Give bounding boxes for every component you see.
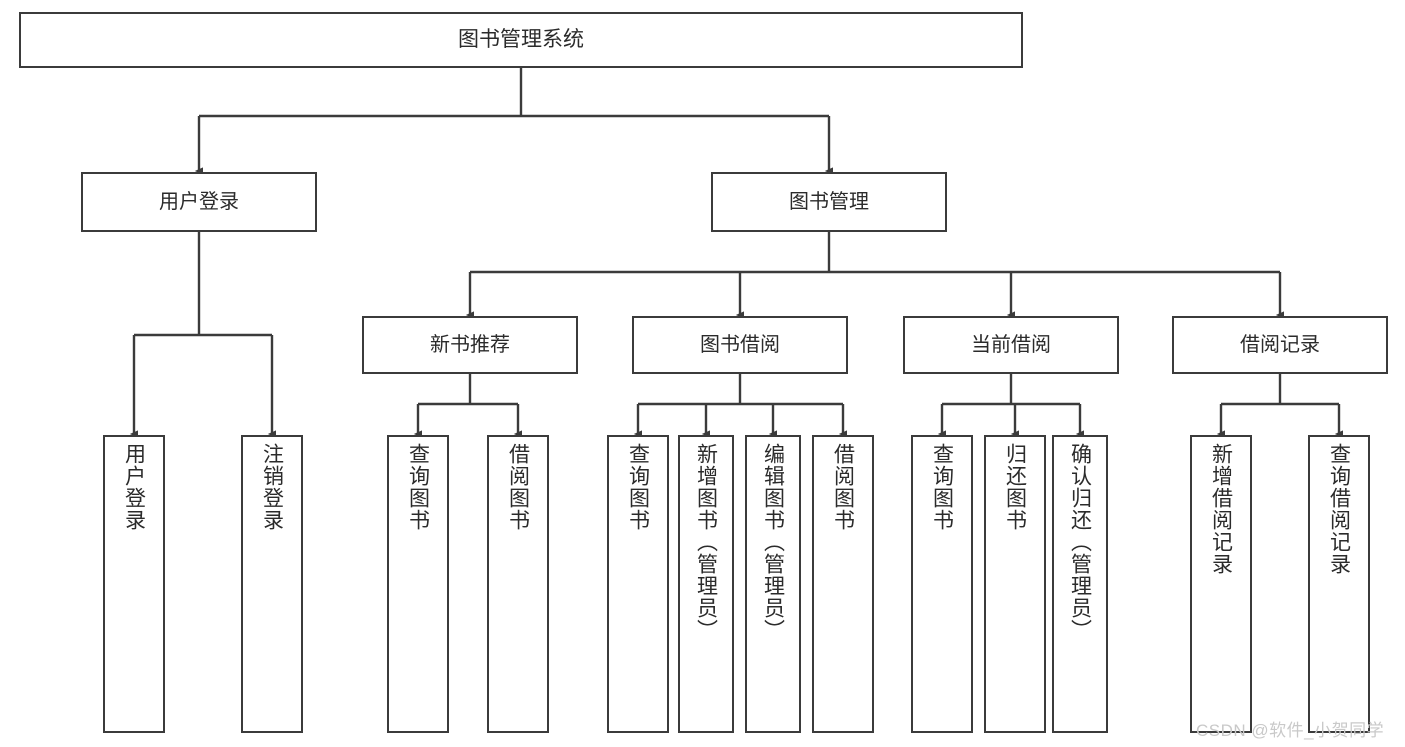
node-label: 查询图书 [626,443,650,531]
node-leaf-logout[interactable]: 注销登录 [241,435,303,733]
node-leaf-query-book-3[interactable]: 查询图书 [911,435,973,733]
node-label: 图书借阅 [700,333,780,356]
node-label: 新增借阅记录 [1209,443,1233,575]
node-root[interactable]: 图书管理系统 [19,12,1023,68]
node-leaf-user-login[interactable]: 用户登录 [103,435,165,733]
node-label: 当前借阅 [971,333,1051,356]
node-label: 图书管理 [789,190,869,213]
node-borrow-record[interactable]: 借阅记录 [1172,316,1388,374]
node-leaf-query-book-2[interactable]: 查询图书 [607,435,669,733]
node-label: 查询图书 [406,443,430,531]
node-leaf-borrow-book-1[interactable]: 借阅图书 [487,435,549,733]
node-label: 借阅记录 [1240,333,1320,356]
node-label: 查询借阅记录 [1327,443,1351,575]
node-book-manage[interactable]: 图书管理 [711,172,947,232]
node-book-borrow[interactable]: 图书借阅 [632,316,848,374]
node-label: 归还图书 [1003,443,1027,531]
node-leaf-edit-book[interactable]: 编辑图书（管理员） [745,435,801,733]
node-user-login[interactable]: 用户登录 [81,172,317,232]
node-new-book-rec[interactable]: 新书推荐 [362,316,578,374]
node-leaf-confirm-return[interactable]: 确认归还（管理员） [1052,435,1108,733]
node-leaf-return-book[interactable]: 归还图书 [984,435,1046,733]
node-label: 确认归还（管理员） [1068,443,1092,641]
node-label: 查询图书 [930,443,954,531]
node-label: 借阅图书 [506,443,530,531]
node-leaf-query-book-1[interactable]: 查询图书 [387,435,449,733]
node-leaf-query-record[interactable]: 查询借阅记录 [1308,435,1370,733]
node-leaf-add-record[interactable]: 新增借阅记录 [1190,435,1252,733]
node-label: 用户登录 [122,443,146,531]
node-label: 编辑图书（管理员） [761,443,785,641]
node-label: 用户登录 [159,190,239,213]
node-label: 新书推荐 [430,333,510,356]
node-label: 图书管理系统 [458,28,584,52]
node-label: 新增图书（管理员） [694,443,718,641]
node-current-borrow[interactable]: 当前借阅 [903,316,1119,374]
node-leaf-borrow-book-2[interactable]: 借阅图书 [812,435,874,733]
node-leaf-add-book[interactable]: 新增图书（管理员） [678,435,734,733]
node-label: 借阅图书 [831,443,855,531]
watermark: CSDN @软件_小贺同学 [1196,721,1385,740]
node-label: 注销登录 [260,443,284,531]
